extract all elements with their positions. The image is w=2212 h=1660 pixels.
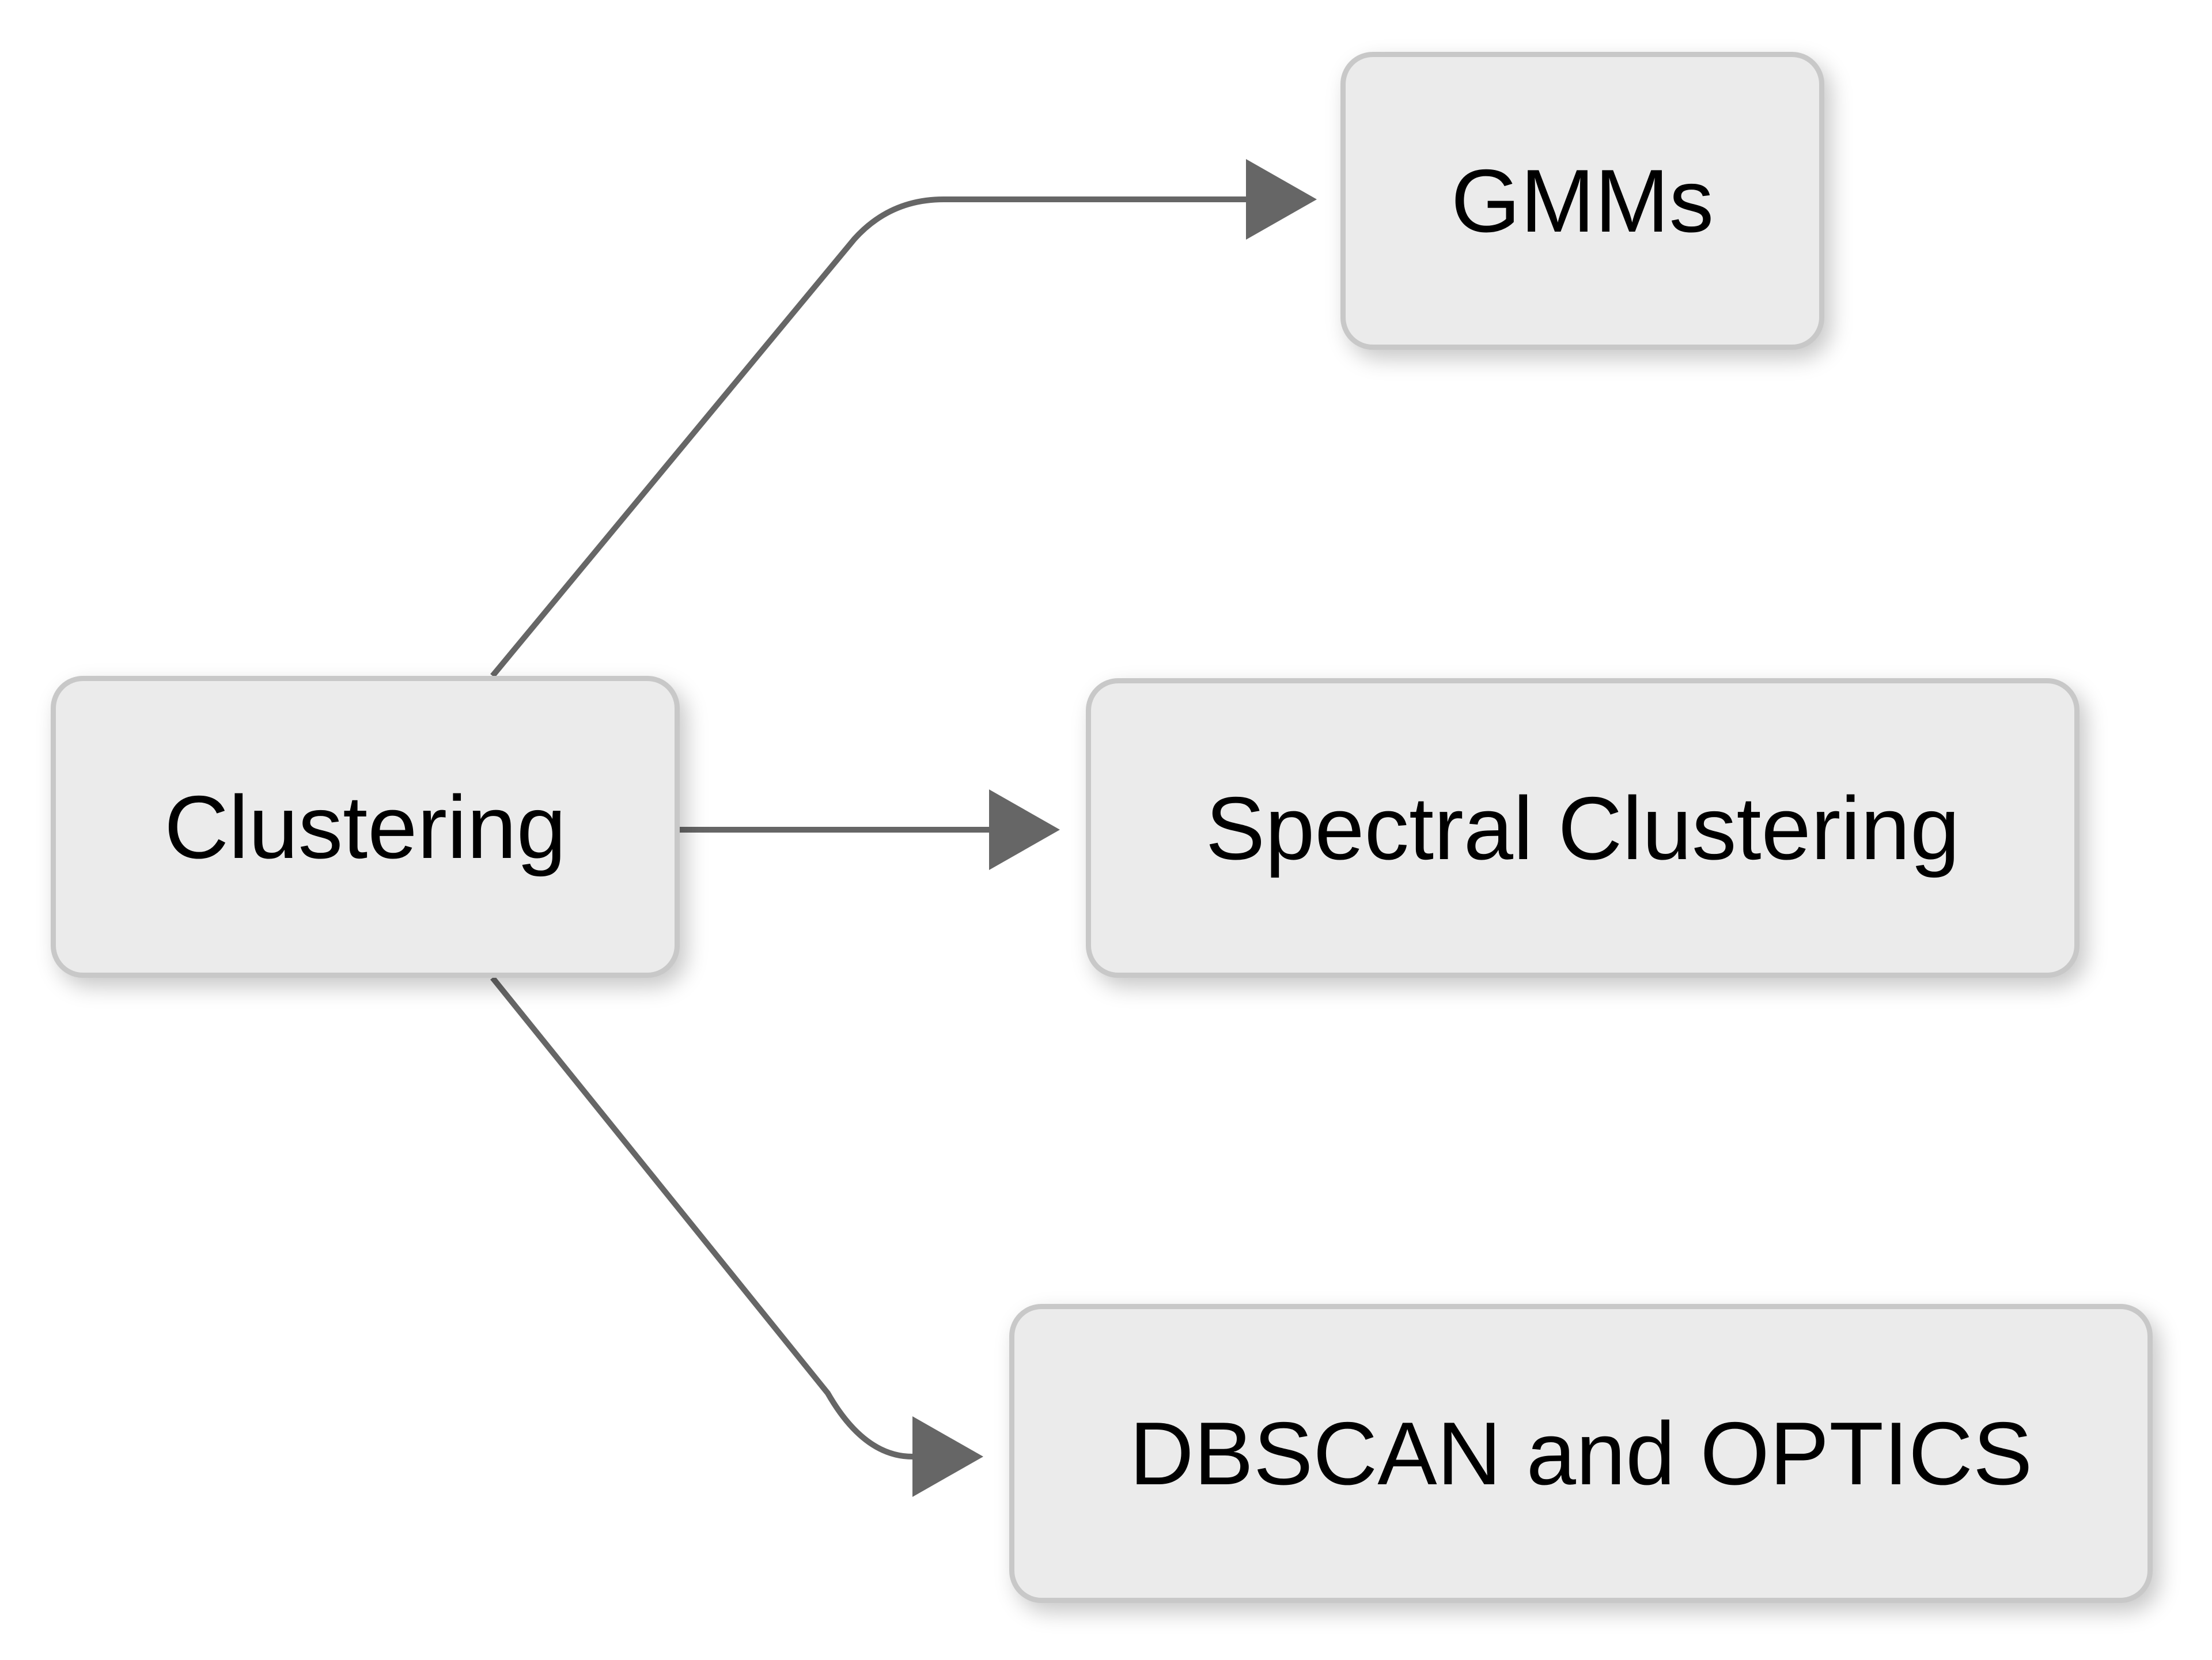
node-clustering-label: Clustering — [164, 777, 566, 877]
node-dbscan-optics: DBSCAN and OPTICS — [1009, 1304, 2153, 1603]
edge-clustering-gmms — [490, 196, 1246, 678]
node-clustering: Clustering — [51, 676, 680, 978]
edge-clustering-dbscan-arrowhead-icon — [912, 1416, 983, 1497]
edge-clustering-spectral-arrowhead-icon — [989, 789, 1060, 870]
edge-clustering-dbscan — [490, 975, 913, 1459]
node-gmms-label: GMMs — [1450, 151, 1714, 251]
node-dbscan-optics-label: DBSCAN and OPTICS — [1129, 1404, 2033, 1503]
node-gmms: GMMs — [1340, 52, 1824, 350]
edge-clustering-gmms-arrowhead-icon — [1246, 159, 1317, 240]
node-spectral-clustering-label: Spectral Clustering — [1205, 778, 1960, 878]
node-spectral-clustering: Spectral Clustering — [1086, 678, 2080, 978]
